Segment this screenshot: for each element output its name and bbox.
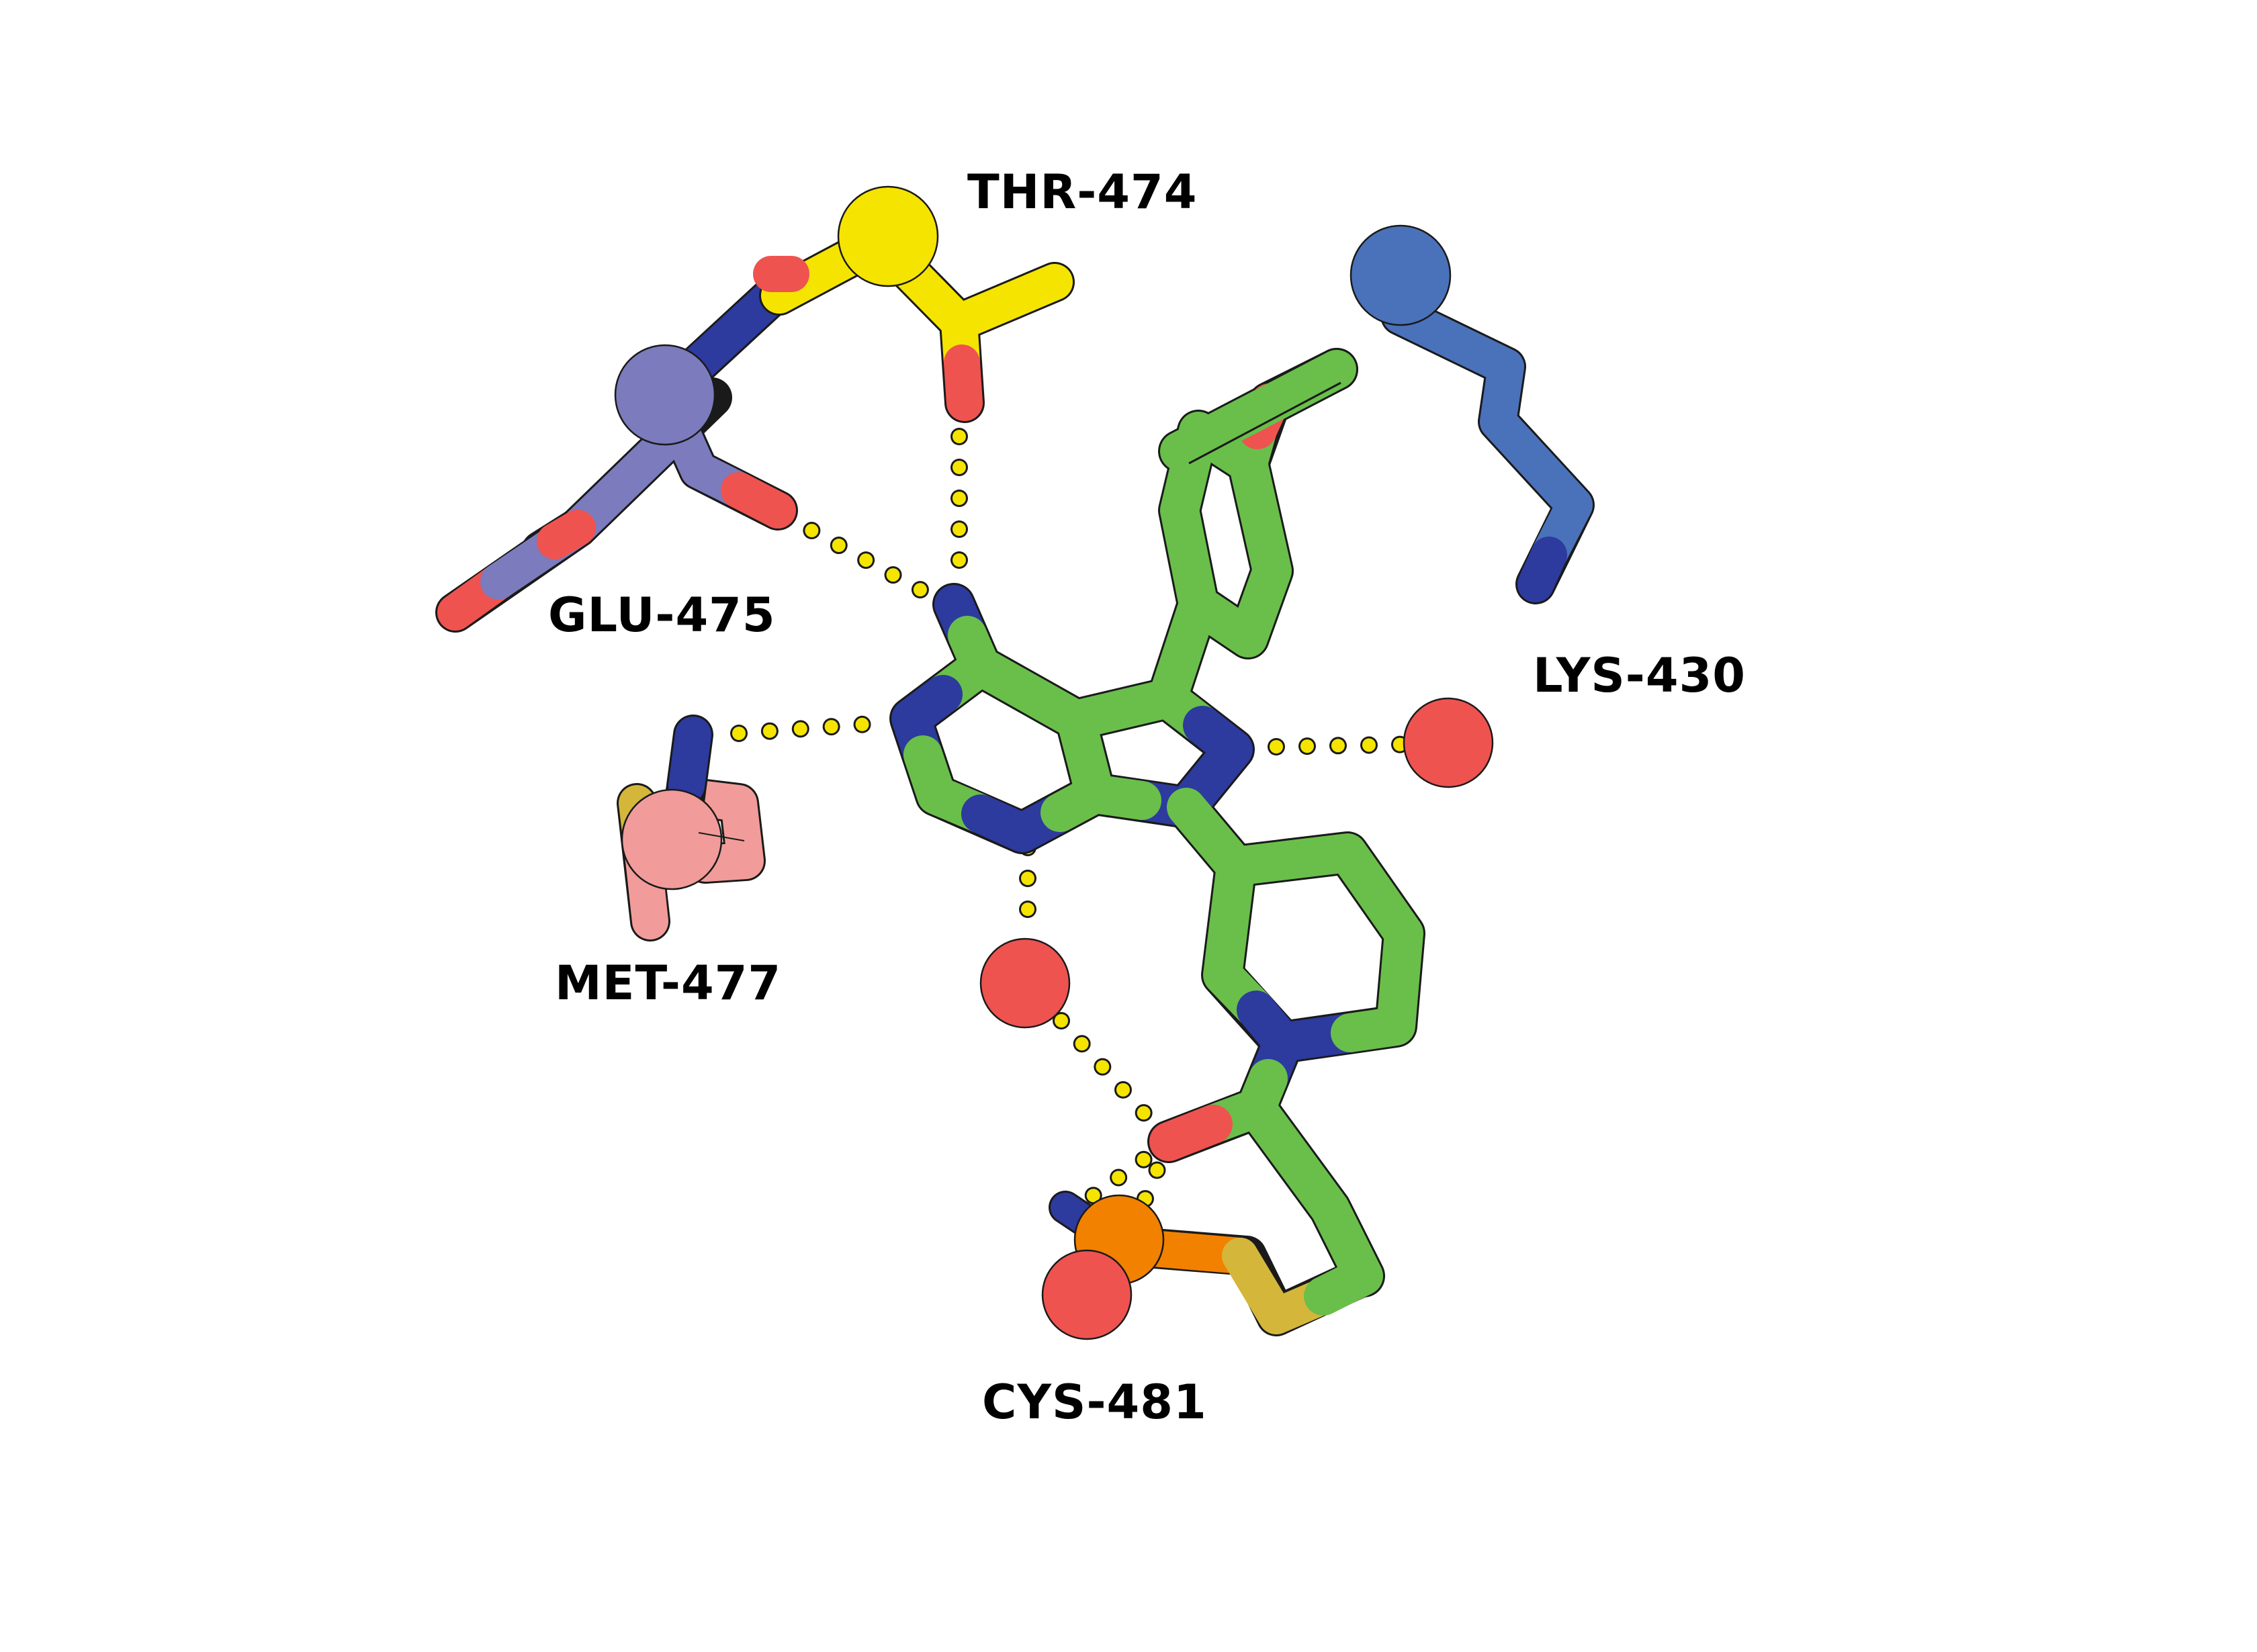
label-met477: MET-477 (555, 956, 781, 1011)
pyrimidine-ring (891, 585, 1114, 852)
water-molecules (979, 697, 1494, 1029)
hbond-met477-ligand (730, 714, 897, 742)
hbond-water-ligand-carbonyl (1053, 1012, 1172, 1144)
hbond-carbonyl-cys481-a (1066, 1133, 1178, 1218)
ligand (889, 348, 1425, 1316)
piperidine-ring (1167, 788, 1423, 1062)
met477-ca-atom (621, 788, 723, 890)
hbond-glu475-ligand (776, 507, 956, 613)
hydrogen-bonds (730, 428, 1431, 1265)
hbond-carbonyl-cys481-b (1113, 1133, 1178, 1265)
lys430-ca-atom (1349, 224, 1452, 326)
label-thr474: THR-474 (967, 165, 1197, 220)
residue-met477 (617, 715, 766, 942)
glu475-ca-atom (614, 344, 716, 446)
residue-labels: THR-474 GLU-475 LYS-430 MET-477 CYS-481 (548, 165, 1746, 1430)
residue-lys430 (1349, 224, 1595, 604)
phenyl-ring (1148, 350, 1356, 718)
water-bottom (979, 937, 1071, 1029)
residue-glu475 (435, 262, 807, 633)
cys481-oxygen-atom (1041, 1249, 1133, 1340)
water-right (1403, 697, 1494, 788)
label-lys430: LYS-430 (1533, 648, 1746, 703)
acrylamide-chain (1149, 1023, 1383, 1316)
label-glu475: GLU-475 (548, 588, 776, 643)
hbond-ligand-water-right (1268, 735, 1431, 755)
label-cys481: CYS-481 (982, 1375, 1207, 1430)
residue-thr474 (753, 185, 1075, 423)
thr474-ca-atom (837, 185, 939, 287)
